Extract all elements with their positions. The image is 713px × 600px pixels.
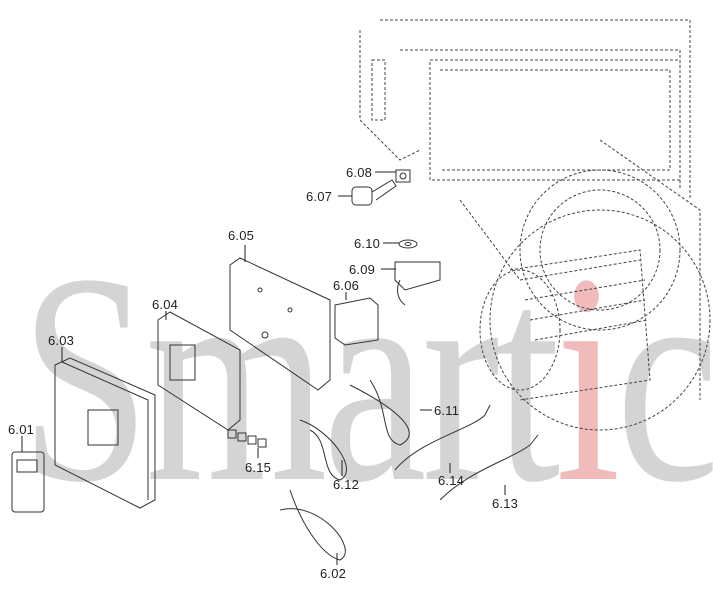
part-6.01-display	[11, 451, 45, 513]
part-6.07-nozzle	[351, 179, 397, 206]
part-label-6.04: 6.04	[152, 297, 179, 312]
part-6.09-ignition-transformer	[394, 261, 441, 306]
part-6.06-relay-block	[334, 297, 379, 346]
part-label-6.11: 6.11	[434, 403, 460, 418]
burner-housing-dashed	[359, 19, 711, 431]
part-label-6.15: 6.15	[245, 460, 272, 475]
part-6.04-control-unit	[157, 311, 241, 431]
part-label-6.05: 6.05	[228, 228, 255, 243]
cables	[279, 379, 539, 561]
part-label-6.09: 6.09	[349, 262, 376, 277]
part-6.15-connectors	[227, 429, 267, 448]
part-6.05-mounting-plate	[229, 257, 331, 391]
part-6.03-cover-panel	[54, 357, 156, 509]
part-6.08-bracket	[395, 169, 411, 183]
part-label-6.13: 6.13	[492, 496, 519, 511]
part-label-6.14: 6.14	[438, 473, 465, 488]
leader-lines	[21, 171, 506, 565]
part-label-6.10: 6.10	[354, 236, 381, 251]
part-label-6.06: 6.06	[333, 278, 360, 293]
part-label-6.08: 6.08	[346, 165, 373, 180]
part-label-6.07: 6.07	[306, 189, 333, 204]
part-6.10-washer	[398, 239, 418, 249]
part-label-6.02: 6.02	[320, 566, 347, 581]
part-label-6.03: 6.03	[48, 333, 75, 348]
watermark-logo: Smartico	[20, 212, 713, 544]
part-label-6.01: 6.01	[8, 422, 35, 437]
part-label-6.12: 6.12	[333, 477, 360, 492]
